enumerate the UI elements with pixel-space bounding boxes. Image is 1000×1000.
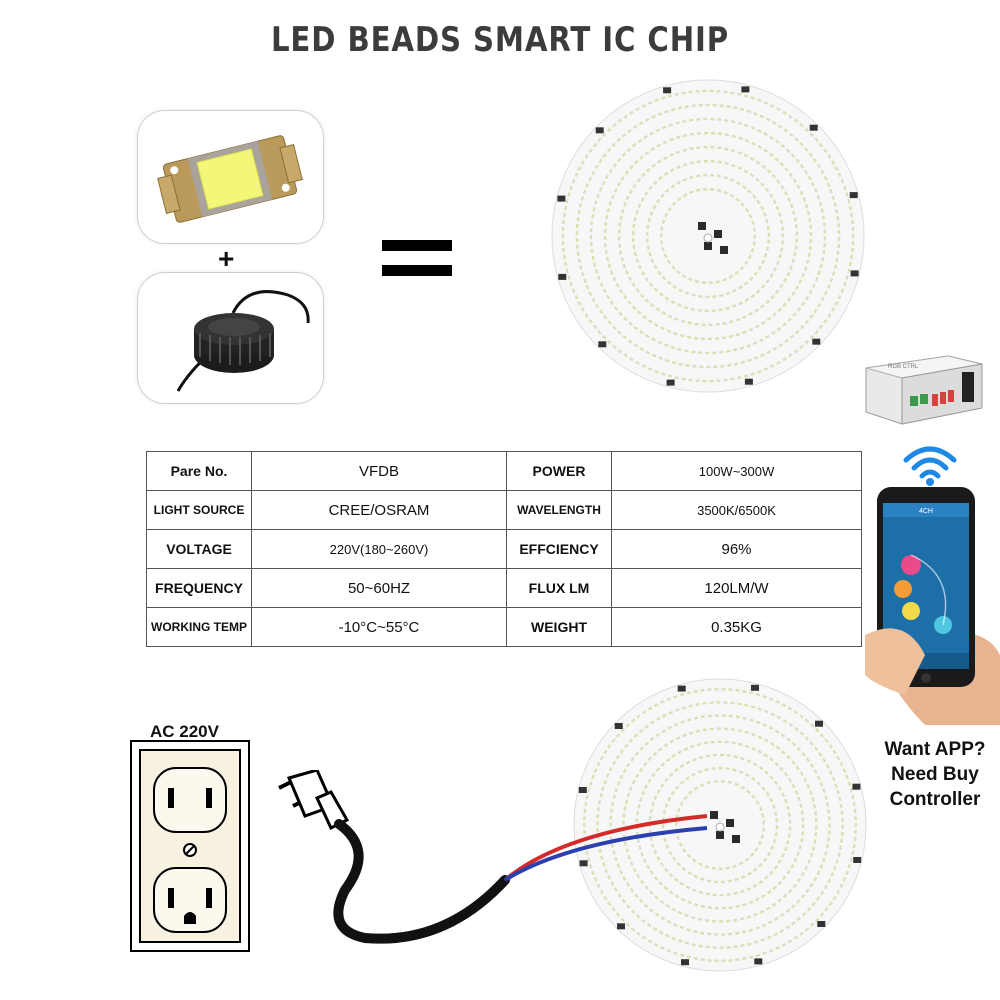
led-driver-panel [137, 272, 324, 404]
smartphone-icon: 4CH [865, 487, 1000, 725]
table-row: LIGHT SOURCE CREE/OSRAM WAVELENGTH 3500K… [146, 490, 862, 530]
led-board-icon [551, 79, 865, 393]
outlet-label: AC 220V [150, 722, 219, 741]
spec-label: WAVELENGTH [506, 490, 612, 530]
spec-label: EFFCIENCY [506, 529, 612, 569]
page-title: LED BEADS SMART IC CHIP [270, 20, 730, 60]
led-driver-icon [176, 290, 310, 392]
spec-label: VOLTAGE [146, 529, 252, 569]
spec-label: WEIGHT [506, 607, 612, 647]
spec-value: 220V(180~260V) [251, 529, 507, 569]
spec-value: VFDB [251, 451, 507, 491]
table-row: Pare No. VFDB POWER 100W~300W [146, 451, 862, 491]
controller-note-line: Controller [889, 789, 981, 810]
table-row: WORKING TEMP -10°C~55°C WEIGHT 0.35KG [146, 607, 862, 647]
spec-value: CREE/OSRAM [251, 490, 507, 530]
controller-box-icon: RGB CTRL [865, 355, 983, 425]
spec-value: -10°C~55°C [251, 607, 507, 647]
svg-text:RGB CTRL: RGB CTRL [888, 364, 919, 370]
table-row: VOLTAGE 220V(180~260V) EFFCIENCY 96% [146, 529, 862, 569]
phone-screen-title: 4CH [919, 508, 933, 515]
spec-label: WORKING TEMP [146, 607, 252, 647]
spec-label: POWER [506, 451, 612, 491]
spec-value: 100W~300W [611, 451, 862, 491]
spec-value: 96% [611, 529, 862, 569]
controller-note: Want APP? Need Buy Controller [870, 737, 1000, 812]
controller-note-line: Want APP? [884, 739, 986, 760]
cob-chip-panel [137, 110, 324, 244]
spec-label: FREQUENCY [146, 568, 252, 608]
plus-sign: + [218, 243, 235, 274]
spec-value: 0.35KG [611, 607, 862, 647]
equals-icon [382, 240, 452, 290]
spec-value: 120LM/W [611, 568, 862, 608]
power-plug-icon [278, 770, 708, 944]
spec-label: FLUX LM [506, 568, 612, 608]
wall-outlet-icon [130, 740, 250, 952]
wifi-icon [903, 446, 957, 486]
spec-value: 3500K/6500K [611, 490, 862, 530]
controller-note-line: Need Buy [891, 764, 979, 785]
spec-value: 50~60HZ [251, 568, 507, 608]
spec-label: LIGHT SOURCE [146, 490, 252, 530]
led-cob-chip-icon [157, 135, 303, 223]
table-row: FREQUENCY 50~60HZ FLUX LM 120LM/W [146, 568, 862, 608]
spec-table: Pare No. VFDB POWER 100W~300W LIGHT SOUR… [146, 451, 862, 647]
spec-label: Pare No. [146, 451, 252, 491]
